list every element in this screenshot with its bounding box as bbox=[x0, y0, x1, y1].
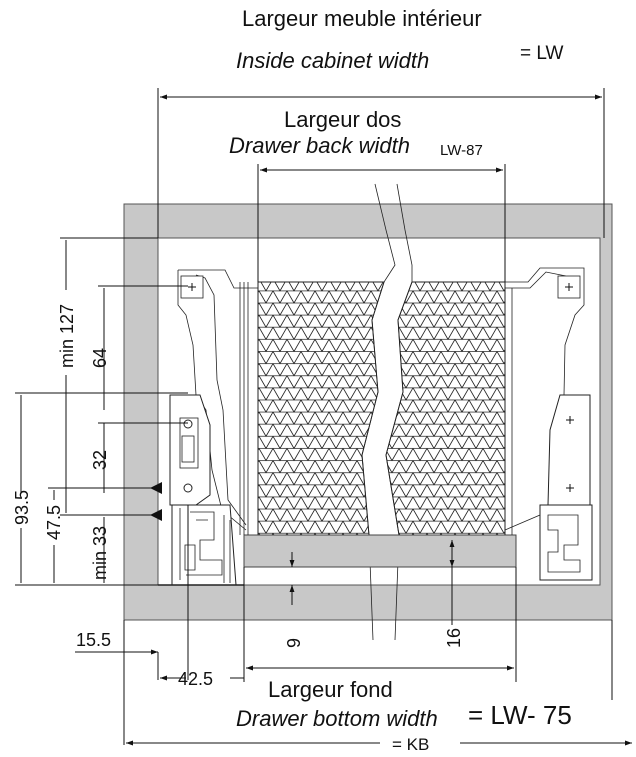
dim-42-5: 42.5 bbox=[178, 669, 213, 689]
back-width-fr-label: Largeur dos bbox=[284, 107, 401, 132]
lw87-label: LW-87 bbox=[440, 142, 483, 159]
dim-9: 9 bbox=[284, 638, 304, 648]
break-line-2 bbox=[385, 183, 413, 641]
back-width-en-label: Drawer back width bbox=[229, 133, 410, 158]
dim-inside-cabinet-width bbox=[157, 88, 605, 238]
dim-drawer-back-width bbox=[257, 164, 506, 282]
dim-47-5: 47.5 bbox=[44, 505, 64, 540]
dim-min127: min 127 bbox=[57, 304, 77, 368]
bottom-width-fr-label: Largeur fond bbox=[268, 677, 393, 702]
break-line bbox=[361, 183, 396, 641]
dim-min33: min 33 bbox=[90, 526, 110, 580]
dim-vertical-left bbox=[15, 237, 188, 586]
cabinet-width-fr-label: Largeur meuble intérieur bbox=[242, 6, 482, 31]
dim-15-5: 15.5 bbox=[76, 630, 111, 650]
dim-64: 64 bbox=[90, 348, 110, 368]
drawer-bottom-panel bbox=[243, 534, 517, 568]
cabinet-width-en-label: Inside cabinet width bbox=[236, 48, 429, 73]
dim-bottom bbox=[75, 505, 632, 746]
kb-label: = KB bbox=[392, 735, 429, 754]
bottom-width-en-label: Drawer bottom width bbox=[236, 706, 438, 731]
lw75-label: = LW- 75 bbox=[468, 700, 572, 730]
right-drawer-side bbox=[504, 267, 593, 581]
dim-32: 32 bbox=[90, 450, 110, 470]
dim-93-5: 93.5 bbox=[12, 490, 32, 525]
lw-label: = LW bbox=[520, 43, 564, 64]
dim-16: 16 bbox=[444, 628, 464, 648]
drawer-back-mesh bbox=[257, 281, 506, 536]
